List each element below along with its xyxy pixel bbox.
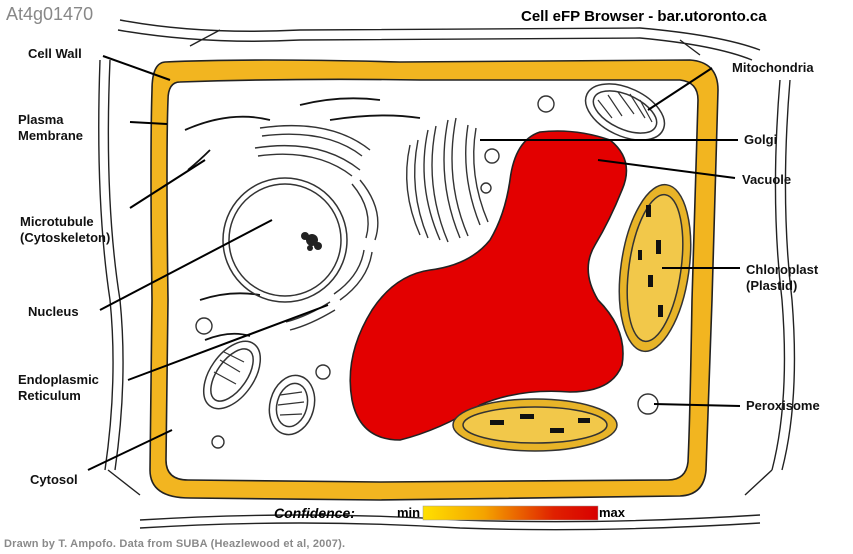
label-vacuole: Vacuole <box>742 172 791 188</box>
label-peroxisome: Peroxisome <box>746 398 820 414</box>
legend-min: min <box>397 505 420 520</box>
label-mitochondria: Mitochondria <box>732 60 814 76</box>
confidence-gradient-bar <box>423 506 598 520</box>
label-plasma-membrane: Plasma Membrane <box>18 112 83 144</box>
label-cell-wall: Cell Wall <box>28 46 82 62</box>
label-chloroplast: Chloroplast (Plastid) <box>746 262 818 294</box>
label-golgi: Golgi <box>744 132 777 148</box>
label-microtubule: Microtubule (Cytoskeleton) <box>20 214 110 246</box>
label-cytosol: Cytosol <box>30 472 78 488</box>
label-er: Endoplasmic Reticulum <box>18 372 99 404</box>
credit-text: Drawn by T. Ampofo. Data from SUBA (Heaz… <box>4 538 345 550</box>
legend-title: Confidence: <box>274 505 355 521</box>
label-nucleus: Nucleus <box>28 304 79 320</box>
legend-max: max <box>599 505 625 520</box>
